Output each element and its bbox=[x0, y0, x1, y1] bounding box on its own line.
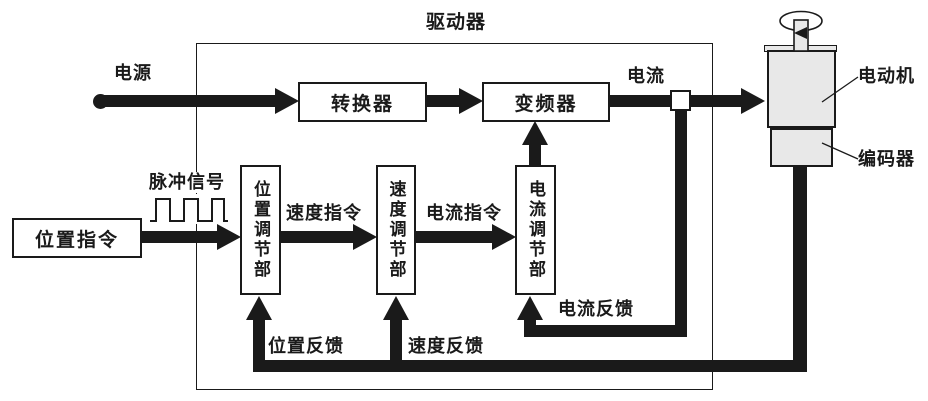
motor-label: 电动机 bbox=[858, 66, 915, 86]
feedback-bus-line bbox=[253, 360, 807, 372]
encoder-label: 编码器 bbox=[858, 149, 915, 169]
current-command-label: 电流指令 bbox=[426, 203, 502, 223]
speed-regulator-block: 速度调节部 bbox=[376, 165, 416, 295]
current-regulator-label: 电流调节部 bbox=[526, 180, 545, 280]
current-tap-node bbox=[670, 90, 691, 111]
pulse-signal-label: 脉冲信号 bbox=[147, 172, 227, 193]
converter-to-inverter-line bbox=[427, 95, 461, 107]
position-regulator-label: 位置调节部 bbox=[251, 180, 270, 280]
regulator-to-inverter-line bbox=[529, 142, 541, 166]
speed-feedback-riser bbox=[390, 317, 402, 367]
current-feedback-vertical-line bbox=[675, 111, 687, 337]
current-feedback-label: 电流反馈 bbox=[558, 299, 634, 319]
motor-callout-line bbox=[821, 76, 859, 103]
square-wave-icon bbox=[148, 194, 230, 224]
inverter-label: 变频器 bbox=[514, 93, 578, 115]
position-regulator-block: 位置调节部 bbox=[240, 165, 281, 295]
current-label: 电流 bbox=[627, 66, 665, 86]
current-regulator-block: 电流调节部 bbox=[515, 165, 556, 295]
speed-feedback-label: 速度反馈 bbox=[408, 336, 484, 356]
speed-command-line bbox=[281, 231, 356, 243]
position-feedback-riser bbox=[253, 317, 265, 367]
rotation-arrow-icon bbox=[779, 10, 823, 52]
encoder-body bbox=[770, 128, 833, 167]
motor-body bbox=[767, 50, 836, 128]
position-command-line bbox=[142, 231, 220, 243]
inverter-block: 变频器 bbox=[482, 82, 610, 122]
position-command-block: 位置指令 bbox=[12, 218, 142, 258]
power-label: 电源 bbox=[114, 63, 152, 83]
encoder-feedback-vertical-line bbox=[793, 167, 807, 372]
driver-title: 驱动器 bbox=[425, 12, 486, 33]
current-command-line bbox=[416, 231, 495, 243]
power-line-segment bbox=[98, 95, 280, 107]
converter-label: 转换器 bbox=[330, 93, 394, 115]
converter-block: 转换器 bbox=[298, 82, 427, 122]
power-source-dot bbox=[93, 94, 108, 109]
position-feedback-label: 位置反馈 bbox=[268, 336, 344, 356]
speed-command-label: 速度指令 bbox=[286, 203, 362, 223]
position-command-label: 位置指令 bbox=[34, 229, 119, 251]
current-feedback-horizontal-line bbox=[524, 325, 687, 337]
encoder-callout-line bbox=[821, 142, 859, 160]
arrowhead-into-motor bbox=[741, 88, 765, 114]
speed-regulator-label: 速度调节部 bbox=[386, 180, 406, 280]
